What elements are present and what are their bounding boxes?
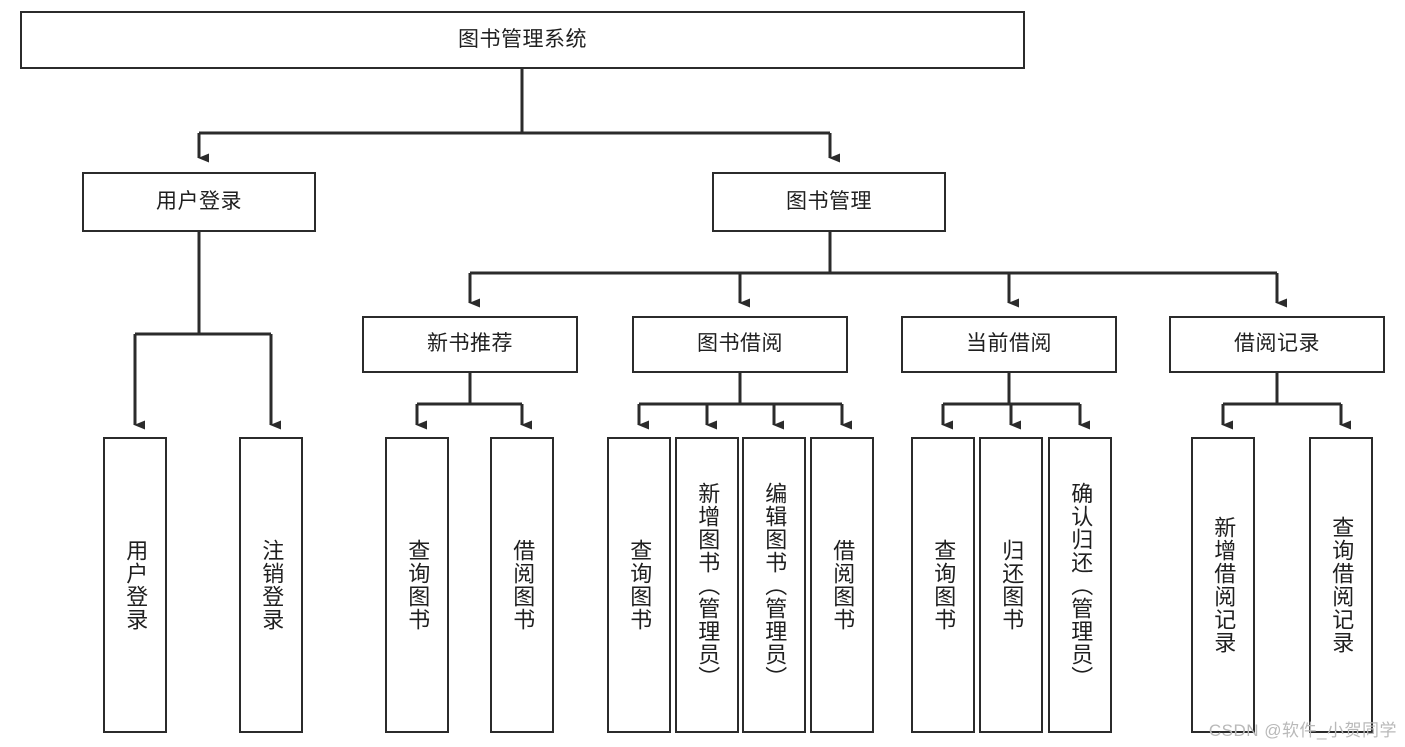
node-leaf-edit-book-admin-label: 编辑图书（管理员） [762,481,788,689]
node-leaf-confirm-return-admin-label: 确认归还（管理员） [1068,481,1094,689]
node-leaf-confirm-return-admin[interactable]: 确认归还（管理员） [1048,437,1112,733]
node-book-borrow[interactable]: 图书借阅 [632,316,848,373]
node-leaf-query-book-borrow-label: 查询图书 [627,539,653,631]
node-leaf-add-borrow-record[interactable]: 新增借阅记录 [1191,437,1255,733]
node-leaf-user-login[interactable]: 用户登录 [103,437,167,733]
node-leaf-query-book-current-label: 查询图书 [931,539,957,631]
node-leaf-query-borrow-record[interactable]: 查询借阅记录 [1309,437,1373,733]
node-new-book-recommend[interactable]: 新书推荐 [362,316,578,373]
node-leaf-borrow-book-label: 借阅图书 [830,539,856,631]
node-leaf-query-borrow-record-label: 查询借阅记录 [1329,516,1355,654]
node-book-management[interactable]: 图书管理 [712,172,946,232]
node-leaf-borrow-book[interactable]: 借阅图书 [810,437,874,733]
node-book-borrow-label: 图书借阅 [697,332,783,356]
node-leaf-query-book-recommend-label: 查询图书 [405,539,431,631]
node-user-login-label: 用户登录 [156,189,242,213]
node-leaf-borrow-book-recommend[interactable]: 借阅图书 [490,437,554,733]
node-new-book-recommend-label: 新书推荐 [427,332,513,356]
node-book-management-label: 图书管理 [786,189,872,213]
node-leaf-query-book-borrow[interactable]: 查询图书 [607,437,671,733]
node-current-borrow[interactable]: 当前借阅 [901,316,1117,373]
node-root-label: 图书管理系统 [458,27,587,51]
node-leaf-query-book-current[interactable]: 查询图书 [911,437,975,733]
node-leaf-query-book-recommend[interactable]: 查询图书 [385,437,449,733]
node-leaf-add-book-admin[interactable]: 新增图书（管理员） [675,437,739,733]
node-leaf-return-book[interactable]: 归还图书 [979,437,1043,733]
node-leaf-edit-book-admin[interactable]: 编辑图书（管理员） [742,437,806,733]
csdn-watermark: CSDN @软件_小贺同学 [1208,721,1397,740]
node-leaf-logout-label: 注销登录 [259,539,285,631]
node-leaf-logout[interactable]: 注销登录 [239,437,303,733]
node-borrow-record-label: 借阅记录 [1234,332,1320,356]
node-user-login[interactable]: 用户登录 [82,172,316,232]
node-current-borrow-label: 当前借阅 [966,332,1052,356]
node-leaf-add-borrow-record-label: 新增借阅记录 [1211,516,1237,654]
node-leaf-borrow-book-recommend-label: 借阅图书 [510,539,536,631]
node-root[interactable]: 图书管理系统 [20,11,1025,69]
node-leaf-return-book-label: 归还图书 [999,539,1025,631]
node-leaf-user-login-label: 用户登录 [123,539,149,631]
node-borrow-record[interactable]: 借阅记录 [1169,316,1385,373]
node-leaf-add-book-admin-label: 新增图书（管理员） [695,481,721,689]
